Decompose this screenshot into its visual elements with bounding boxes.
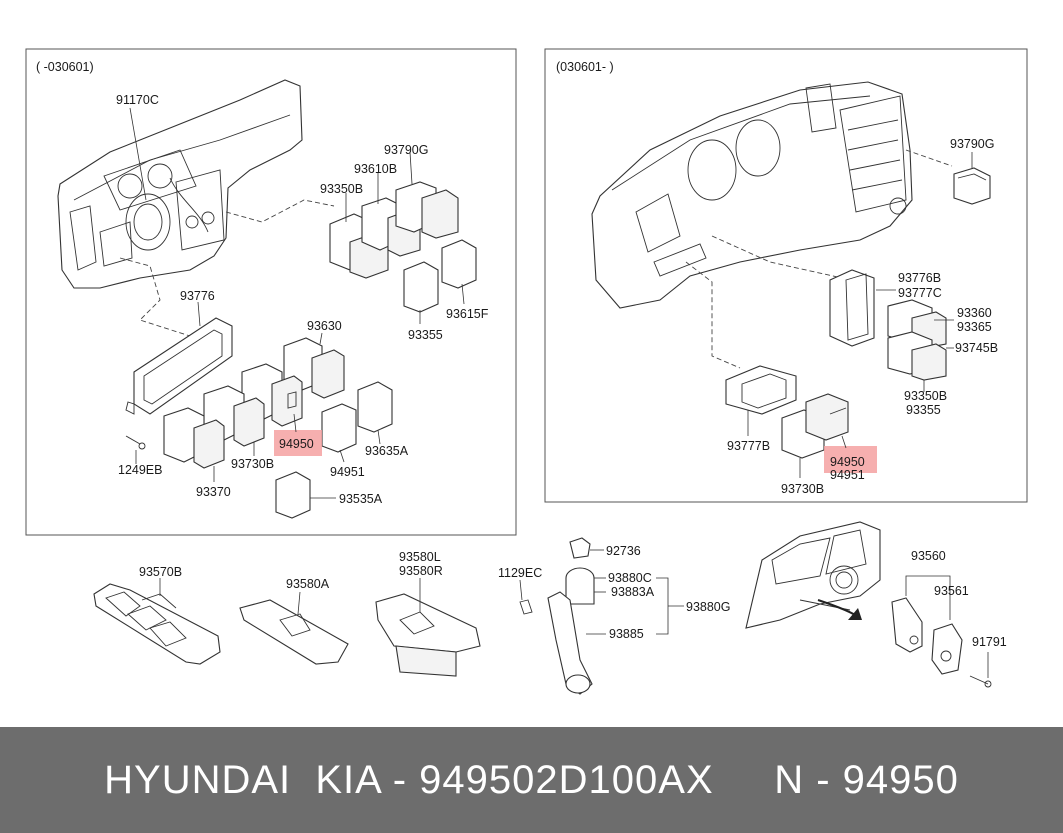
bezel-93776 — [125, 317, 233, 415]
arrow-head — [848, 608, 862, 620]
label-93883A: 93883A — [611, 585, 655, 599]
dash-connector-3 — [905, 149, 953, 167]
label-1129EC: 1129EC — [498, 566, 542, 580]
label-93350B-left: 93350B — [320, 182, 363, 196]
switch-stack-right — [887, 299, 947, 381]
label-93350B-right: 93350B — [904, 389, 947, 403]
label-93561: 93561 — [934, 584, 969, 598]
door-switch-93560 — [891, 597, 992, 688]
bezel-93777B — [725, 365, 797, 415]
switch-93790G-right — [953, 167, 991, 205]
label-93535A: 93535A — [339, 492, 383, 506]
label-93360: 93360 — [957, 306, 992, 320]
leader-93580A — [297, 591, 301, 615]
label-91170C: 91170C — [116, 93, 159, 107]
label-93790G-left: 93790G — [384, 143, 428, 157]
label-93355-left: 93355 — [408, 328, 443, 342]
switch-cluster-middle — [163, 337, 393, 519]
label-93355-right: 93355 — [906, 403, 941, 417]
label-92736: 92736 — [606, 544, 641, 558]
label-93745B: 93745B — [955, 341, 998, 355]
leader-91170C — [129, 107, 147, 201]
highlight-94950-left — [274, 430, 322, 456]
label-94950-right: 94950 — [830, 455, 865, 469]
switch-cluster-top — [329, 181, 477, 313]
highlight-94950-right — [824, 446, 877, 473]
label-93580L: 93580L — [399, 550, 441, 564]
dash-connector-1 — [225, 199, 335, 223]
screw-1249EB — [125, 435, 146, 450]
leader-94951-left — [339, 449, 345, 463]
dash-connector-5 — [685, 261, 741, 369]
label-93776: 93776 — [180, 289, 215, 303]
label-93630: 93630 — [307, 319, 342, 333]
dashboard-drawing-right — [591, 81, 913, 309]
dash-connector-4 — [711, 235, 843, 279]
label-93370: 93370 — [196, 485, 231, 499]
label-93790G-right: 93790G — [950, 137, 994, 151]
car-door-illustration — [745, 521, 881, 629]
switch-93580A — [239, 599, 349, 665]
label-93615F: 93615F — [446, 307, 489, 321]
switches-94950-right — [781, 393, 849, 459]
label-93776B: 93776B — [898, 271, 941, 285]
label-91791: 91791 — [972, 635, 1007, 649]
leader-93776 — [197, 301, 201, 327]
leader-93615F — [461, 283, 465, 305]
leader-1129EC — [519, 579, 523, 601]
bracket-leader-93560 — [905, 575, 951, 620]
label-93880C: 93880C — [608, 571, 652, 585]
leader-93630 — [319, 332, 323, 345]
label-93880G: 93880G — [686, 600, 730, 614]
switch-93570B — [93, 583, 221, 665]
label-93560: 93560 — [911, 549, 946, 563]
leader-93635A — [377, 429, 381, 445]
leader-93790G-left — [409, 151, 413, 185]
bracket-assembly-93880G — [519, 537, 595, 695]
left-panel-frame — [25, 48, 517, 536]
right-panel-frame — [544, 48, 1028, 503]
label-93570B: 93570B — [139, 565, 182, 579]
bezel-93776B — [829, 269, 875, 347]
left-panel-title: ( -030601) — [36, 60, 94, 74]
label-93365: 93365 — [957, 320, 992, 334]
footer-bar: HYUNDAI KIA - 949502D100AX N - 94950 — [0, 727, 1063, 833]
dash-connector-2 — [119, 257, 191, 337]
label-93580R: 93580R — [399, 564, 443, 578]
leader-94950-right — [841, 435, 847, 449]
dashboard-drawing-left — [57, 79, 303, 289]
switch-93580L — [375, 593, 481, 677]
label-94951-left: 94951 — [330, 465, 365, 479]
label-1249EB: 1249EB — [118, 463, 162, 477]
label-93580A: 93580A — [286, 577, 330, 591]
label-93610B: 93610B — [354, 162, 397, 176]
label-93635A: 93635A — [365, 444, 409, 458]
bracket-leader-93880G — [656, 577, 684, 635]
label-93730B-right: 93730B — [781, 482, 824, 496]
right-panel-title: (030601- ) — [556, 60, 614, 74]
label-94950-left: 94950 — [279, 437, 314, 451]
label-94951-right: 94951 — [830, 468, 865, 482]
label-93777B: 93777B — [727, 439, 770, 453]
label-93885: 93885 — [609, 627, 644, 641]
leader-94950-left — [293, 413, 297, 433]
label-93777C: 93777C — [898, 286, 942, 300]
part-number-caption: HYUNDAI KIA - 949502D100AX N - 94950 — [104, 758, 959, 802]
label-93730B-left: 93730B — [231, 457, 274, 471]
